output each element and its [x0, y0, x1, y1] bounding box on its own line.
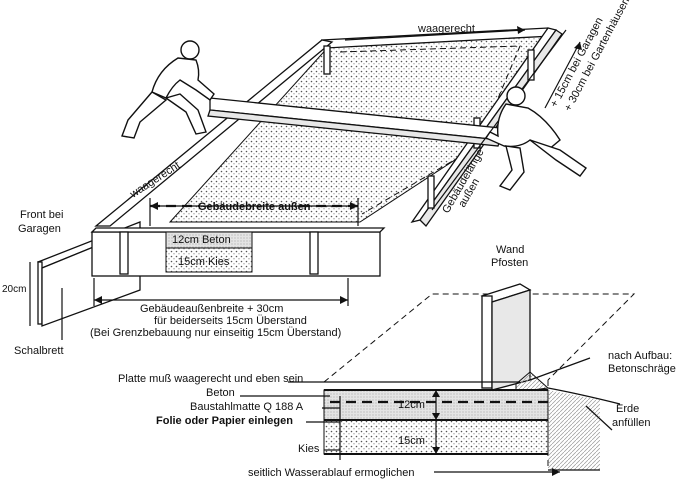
label-aufbau-1: nach Aufbau:: [608, 350, 672, 362]
label-wasser: seitlich Wasserablauf ermoglichen: [248, 467, 415, 479]
label-platte: Platte muß waagerecht und eben sein: [118, 373, 303, 385]
label-kies: Kies: [298, 443, 320, 455]
wall-post-front: [491, 289, 531, 391]
label-15cm: 15cm: [398, 435, 425, 447]
label-wand-1: Wand: [496, 244, 524, 256]
label-erde-2: anfüllen: [612, 417, 651, 429]
gravel-layer: [165, 247, 253, 273]
excavation-outline: [339, 45, 521, 215]
label-beton: Beton: [206, 387, 235, 399]
label-folie: Folie oder Papier einlegen: [156, 415, 293, 427]
label-waagerecht-top: waagerecht: [417, 23, 475, 35]
label-stahlmatte: Baustahlmatte Q 188 A: [190, 401, 304, 413]
label-front-1: Front bei: [20, 209, 63, 221]
label-breite-1: Gebäudeaußenbreite + 30cm: [140, 303, 283, 315]
label-breite-2: für beiderseits 15cm Überstand: [154, 315, 307, 327]
stake: [119, 231, 129, 275]
formwork-3d-view: [29, 26, 587, 340]
label-breite-3: (Bei Grenzbebauung nur einseitig 15cm Üb…: [90, 327, 341, 339]
worker-right: [484, 86, 587, 191]
label-hoehe-20: 20cm: [2, 284, 26, 295]
stake: [427, 175, 435, 209]
label-schalbrett: Schalbrett: [14, 345, 64, 357]
label-erde-1: Erde: [616, 403, 639, 415]
slab-section-view: [240, 283, 636, 476]
stake: [323, 45, 331, 75]
label-front-2: Garagen: [18, 223, 61, 235]
label-aufbau-2: Betonschräge: [608, 363, 676, 375]
label-beton-12: 12cm Beton: [172, 234, 231, 246]
slab-outline: [323, 293, 636, 383]
wall-post-side: [481, 295, 493, 389]
label-12cm: 12cm: [398, 399, 425, 411]
stake: [309, 231, 319, 275]
earth-fill: [547, 387, 621, 405]
label-waagerecht-left: waagerecht: [127, 159, 182, 201]
stake: [527, 49, 535, 81]
label-wand-2: Pfosten: [491, 257, 528, 269]
left-board: [94, 39, 334, 227]
label-gebaeudebreite: Gebäudebreite außen: [198, 201, 311, 213]
worker-left: [121, 40, 215, 139]
section-top: [90, 227, 386, 233]
level-beam-side: [207, 109, 501, 147]
label-kies-15: 15cm Kies: [178, 256, 230, 268]
